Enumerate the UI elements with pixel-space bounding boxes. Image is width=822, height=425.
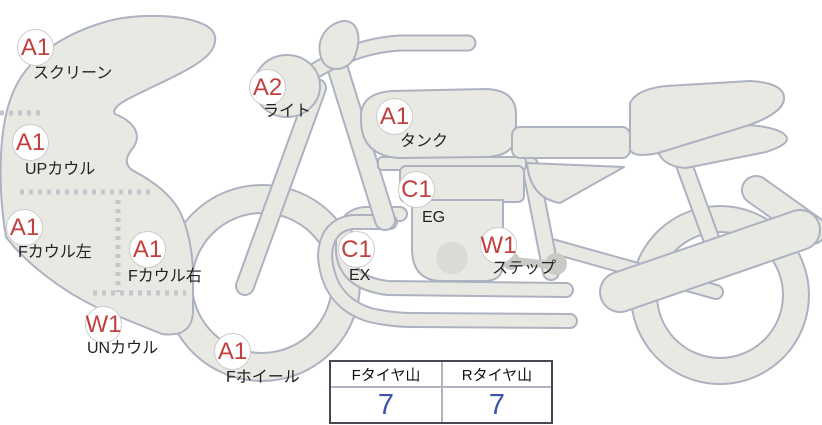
grade-badge-screen: A1 [17, 29, 54, 66]
grade-badge-f-wheel: A1 [214, 333, 251, 370]
grade-badge-light: A2 [249, 69, 286, 106]
tire-front-value: 7 [331, 386, 441, 422]
tire-rear-header: Rタイヤ山 [441, 362, 551, 386]
mirror-shape [318, 19, 360, 70]
part-label-exhaust: EX [349, 267, 371, 284]
front-fork-shape [235, 78, 327, 296]
part-label-f-wheel: Fホイール [226, 369, 300, 386]
grade-badge-exhaust: C1 [338, 231, 375, 268]
part-label-tank: タンク [400, 133, 449, 150]
part-label-up-cowl: UPカウル [25, 161, 96, 178]
grade-badge-f-cowl-left: A1 [6, 209, 43, 246]
muffler-shape [599, 209, 821, 313]
part-label-light: ライト [263, 103, 312, 120]
part-label-engine: EG [422, 209, 446, 226]
grade-badge-un-cowl: W1 [85, 306, 122, 343]
panel-divider-dotted-lines [0, 110, 186, 296]
tire-tread-table: Fタイヤ山 Rタイヤ山 7 7 [329, 360, 553, 424]
part-label-f-cowl-left: Fカウル左 [18, 244, 92, 261]
grade-badge-up-cowl: A1 [12, 124, 49, 161]
part-label-f-cowl-right: Fカウル右 [128, 268, 202, 285]
grade-badge-step: W1 [480, 227, 517, 264]
part-label-un-cowl: UNカウル [87, 340, 159, 357]
side-panel-shape [526, 162, 625, 204]
grade-badge-f-cowl-right: A1 [129, 231, 166, 268]
tire-front-header: Fタイヤ山 [351, 366, 421, 384]
part-label-step: ステップ [492, 260, 557, 277]
grade-badge-engine: C1 [398, 171, 435, 208]
grade-badge-tank: A1 [376, 98, 413, 135]
frame-downtube-shape [321, 39, 396, 231]
frame-rail-shape [511, 126, 631, 159]
tire-rear-value: 7 [441, 386, 551, 422]
part-label-screen: スクリーン [33, 65, 113, 82]
seat-shape [629, 80, 786, 156]
